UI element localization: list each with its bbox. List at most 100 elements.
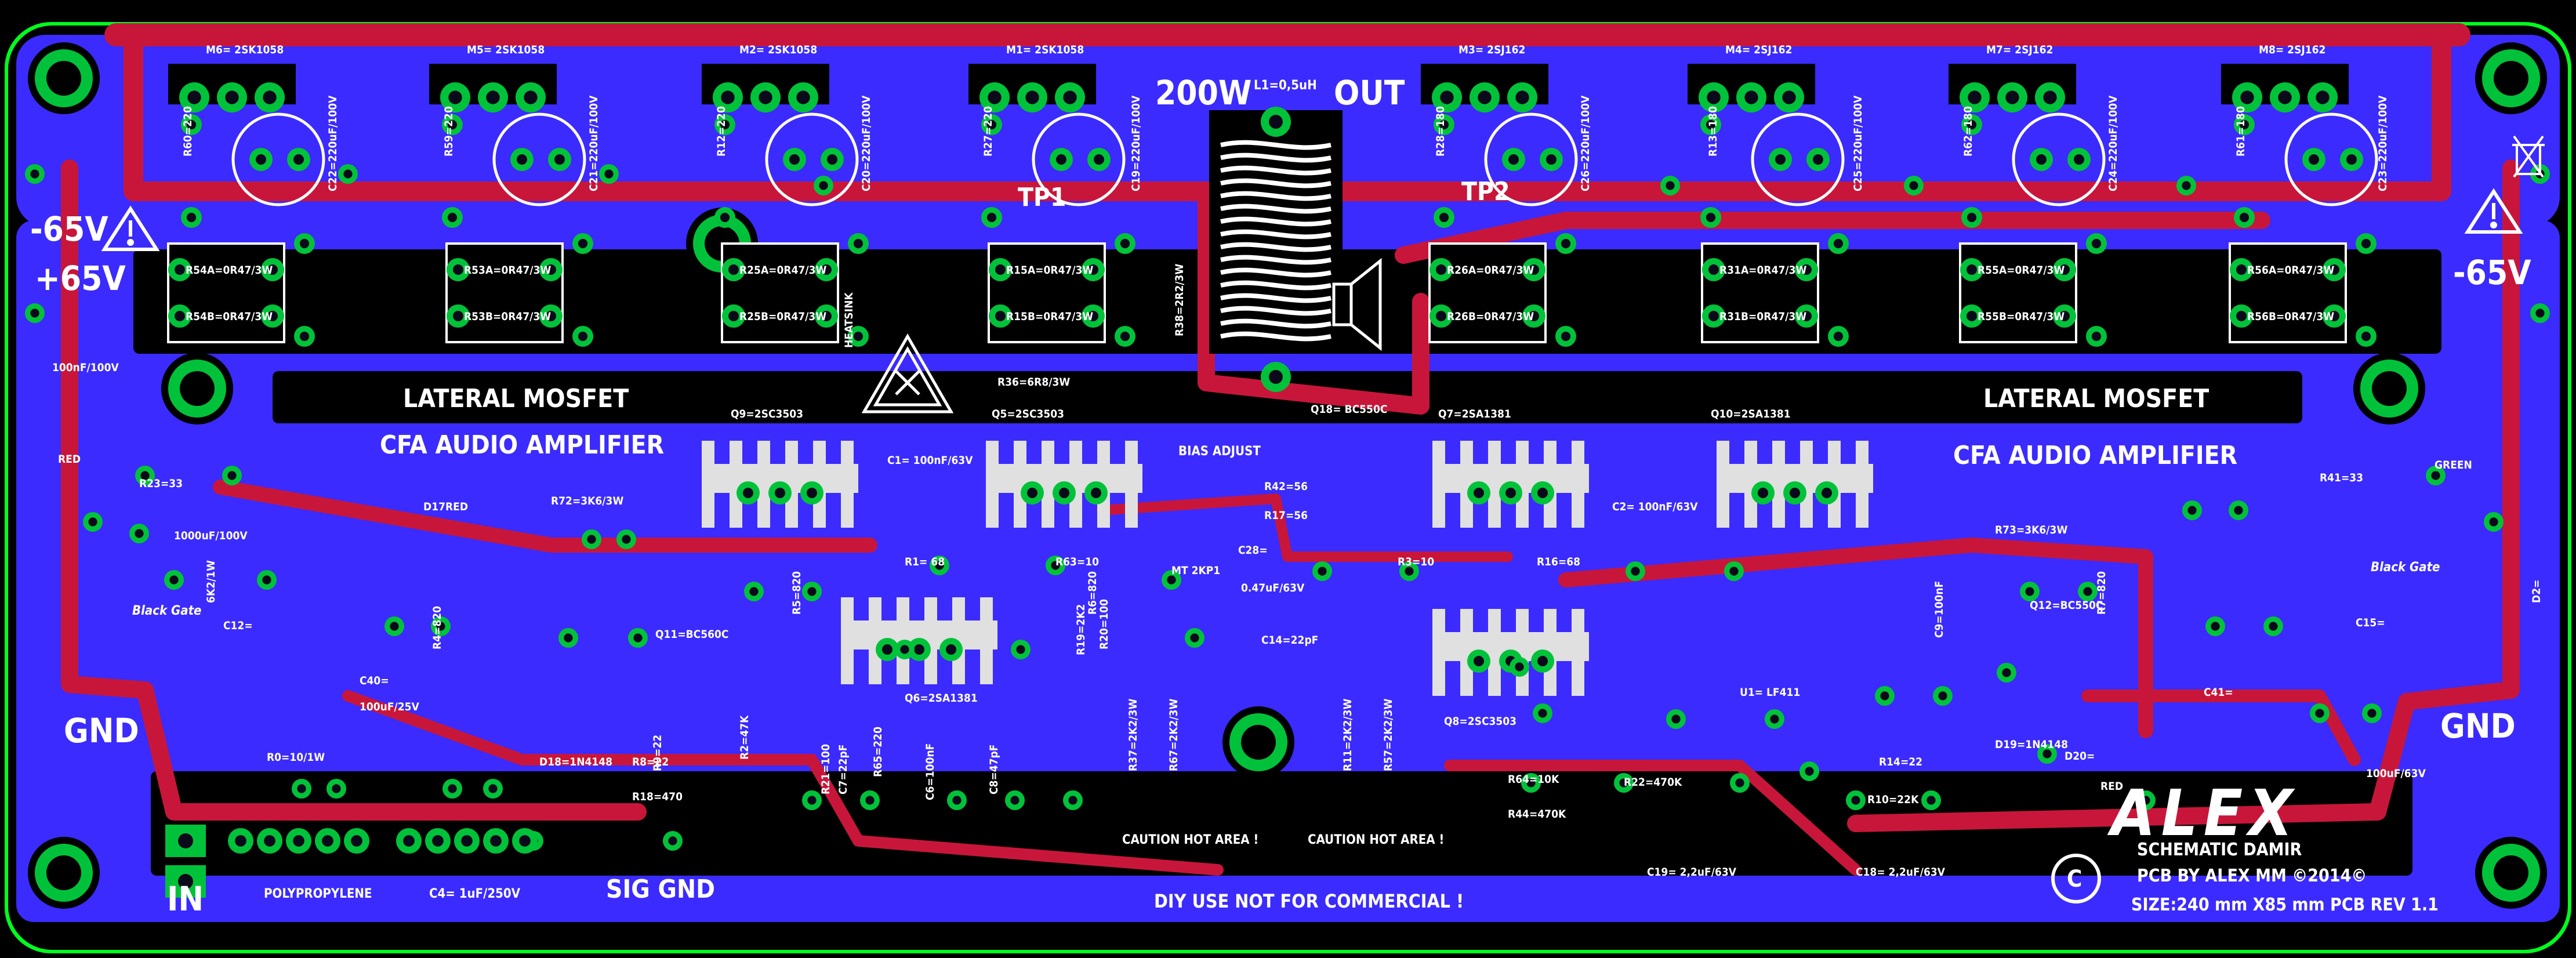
pad-hole [2315,709,2324,718]
part-label: R65=220 [872,727,884,777]
part-label: D17RED [423,500,468,513]
pad-hole [447,212,458,223]
pad-hole [2269,622,2278,631]
pad-hole [186,212,197,223]
coil-turn [1220,140,1331,150]
pad-hole [2091,331,2102,342]
heatsink-fin [1572,609,1584,696]
out-label: OUT [1334,73,1405,113]
pad-hole [2043,90,2057,104]
pad-hole [1094,154,1104,165]
pad-hole [1813,154,1823,165]
pad-hole [789,154,800,165]
pad-hole [728,264,739,275]
mount-hole [180,371,215,406]
gnd-left: GND [64,711,139,750]
pad-hole [30,309,39,318]
part-label: Q18= BC550C [1311,403,1387,416]
pad-hole [564,633,573,643]
heatsink-fin [702,441,714,528]
pad-hole [1059,488,1069,498]
cap-outline [1484,113,1578,206]
part-label: R56A=0R47/3W [2247,264,2334,277]
coil-turn [1220,255,1331,265]
in-label: IN [167,879,204,919]
mount-hole [2372,371,2407,406]
pad-hole [524,90,538,104]
tp1-label: TP1 [1018,183,1066,212]
pad-hole [1051,561,1060,570]
pad-hole [2042,749,2052,759]
pad-hole [1436,311,1446,321]
pad-hole [517,154,527,165]
diy-label: DIY USE NOT FOR COMMERCIAL ! [1154,890,1464,912]
pad-hole [1735,778,1744,788]
cap-outline [1032,113,1126,206]
led-red-left: RED [58,453,81,466]
part-label: R64=10K [1508,773,1559,786]
pad-hole [2036,154,2047,165]
part-label: C18= 2,2uF/63V [1856,866,1946,879]
pad-hole [1880,691,1889,701]
schematic-credit: SCHEMATIC DAMIR [2137,840,2302,860]
part-label: C23=220uF/100V [2377,95,2389,191]
pad-hole [1478,90,1492,104]
pad-hole [1436,264,1446,275]
part-label: M1= 2SK1058 [1006,43,1084,56]
sig-gnd-label: SIG GND [606,874,715,904]
connector-hole [178,874,193,889]
resistor-block [445,242,564,343]
pad-hole [986,212,997,223]
part-label: 100uF/63V [2366,767,2426,780]
pad-hole [1833,238,1844,249]
part-label: R20=100 [1098,599,1111,649]
part-label: R25B=0R47/3W [739,310,826,323]
part-label: R26A=0R47/3W [1447,264,1534,277]
polypropylene-label: POLYPROPYLENE [264,887,372,901]
part-label: R36=6R8/3W [997,376,1070,389]
pad-hole [175,311,185,321]
part-label: C20=220uF/100V [860,95,873,191]
pad-hole [1538,709,1547,718]
pad-hole [519,835,531,847]
pad-hole [587,535,596,544]
warning-icon-left [101,205,160,251]
part-label: M2= 2SK1058 [739,43,817,56]
part-label: C9=100nF [1933,581,1946,638]
heatsink-fin [1772,441,1785,528]
pad-hole [1440,90,1454,104]
pad-hole [853,238,863,249]
warning-icon-right [2464,188,2523,234]
pad-hole [461,835,473,847]
pad-hole [140,471,150,480]
part-label: C22=220uF/100V [326,95,339,191]
part-label: R62=180 [1962,106,1975,157]
pad-hole [2239,119,2250,130]
bias-adjust-label: BIAS ADJUST [1178,444,1261,459]
alex-logo: ALEX [2107,776,2299,850]
output-inductor [1209,107,1343,392]
pad-hole [1515,90,1529,104]
resistor-block [988,242,1106,343]
pad-hole [1938,691,1947,701]
part-label: R27=220 [982,106,995,157]
heatsink-fin [1717,441,1729,528]
part-label: C1= 100nF/63V [887,454,973,467]
part-label: R2=47K [738,715,751,760]
pad-hole [1027,488,1037,498]
pad-hole [1068,796,1077,805]
pad-hole [1063,90,1077,104]
part-label: MT 2KP1 [1171,564,1220,577]
pad-hole [1801,264,1812,275]
pad-hole [986,119,997,130]
pad-hole [1091,488,1101,498]
part-label: Q5=2SC3503 [992,408,1064,420]
cap-outline [2284,113,2378,206]
part-label: D20= [2065,750,2095,763]
coil-turn [1220,216,1331,227]
pad-hole [995,264,1006,275]
pad-hole [1805,767,1814,776]
heatsink-fin [1069,441,1082,528]
silkscreen: 200W L1=0,5uH OUT -65V +65V -65V GND GND… [30,73,2531,919]
heatsink-fin [1488,441,1501,528]
